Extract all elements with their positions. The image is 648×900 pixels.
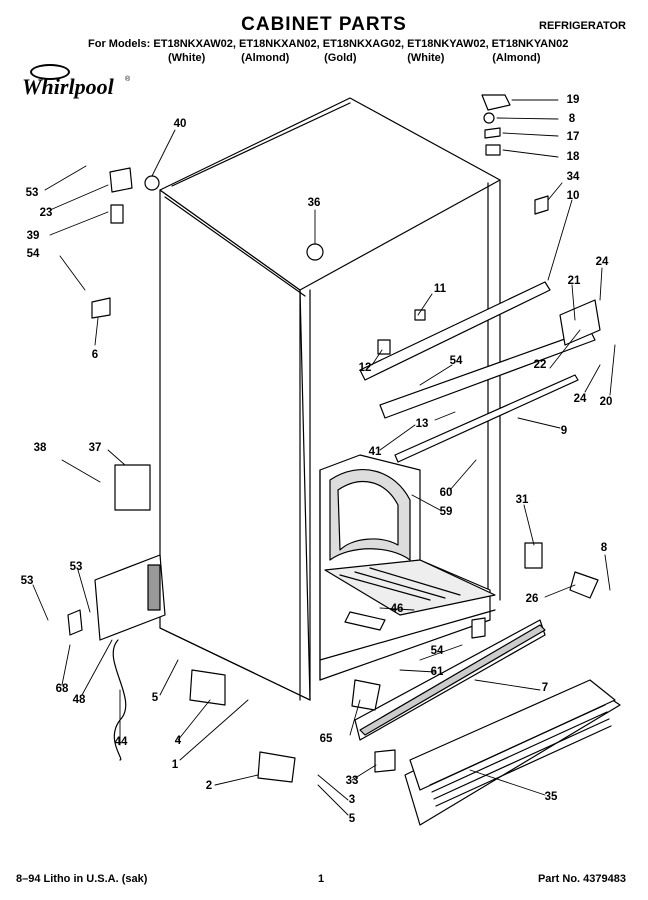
callout-54: 54: [430, 645, 444, 657]
callout-23: 23: [39, 207, 53, 219]
callout-40: 40: [173, 118, 187, 130]
callout-5: 5: [348, 813, 356, 825]
page-number: 1: [318, 873, 325, 885]
logo-wordmark: Whirlpool: [22, 74, 114, 99]
colors-line: (White) (Almond) (Gold) (White) (Almond): [168, 52, 541, 64]
callout-5: 5: [151, 692, 159, 704]
callout-1: 1: [171, 759, 179, 771]
color-5: (Almond): [492, 52, 541, 64]
callout-9: 9: [560, 425, 568, 437]
callout-8: 8: [600, 542, 608, 554]
callout-26: 26: [525, 593, 539, 605]
page-title: CABINET PARTS: [241, 14, 407, 35]
callout-19: 19: [566, 94, 580, 106]
callout-18: 18: [566, 151, 580, 163]
callout-36: 36: [307, 197, 321, 209]
base-panels: [354, 619, 546, 741]
models-line: For Models: ET18NKXAW02, ET18NKXAN02, ET…: [88, 38, 568, 50]
callout-2: 2: [205, 780, 213, 792]
logo-swirl-icon: [30, 64, 70, 80]
callout-59: 59: [439, 506, 453, 518]
models-list: ET18NKXAW02, ET18NKXAN02, ET18NKXAG02, E…: [153, 38, 569, 50]
callout-53: 53: [25, 187, 39, 199]
callout-13: 13: [415, 418, 429, 430]
callout-4: 4: [174, 735, 182, 747]
callout-22: 22: [533, 359, 547, 371]
callout-17: 17: [566, 131, 580, 143]
freezer-liner: [319, 454, 496, 681]
callout-68: 68: [55, 683, 69, 695]
callout-21: 21: [567, 275, 581, 287]
print-info: 8–94 Litho in U.S.A. (sak): [16, 873, 148, 885]
callout-31: 31: [515, 494, 529, 506]
callout-24: 24: [595, 256, 609, 268]
callout-35: 35: [544, 791, 558, 803]
category-label: REFRIGERATOR: [539, 20, 626, 32]
part-number: Part No. 4379483: [537, 873, 626, 885]
color-3: (Gold): [324, 52, 357, 64]
models-prefix: For Models:: [88, 38, 151, 50]
leader-lines: [32, 99, 616, 816]
callout-12: 12: [358, 362, 372, 374]
callout-54: 54: [26, 248, 40, 260]
callout-60: 60: [439, 487, 453, 499]
color-2: (Almond): [241, 52, 290, 64]
callout-3: 3: [348, 794, 356, 806]
color-1: (White): [168, 52, 206, 64]
callout-6: 6: [91, 349, 99, 361]
callout-54: 54: [449, 355, 463, 367]
callout-11: 11: [433, 283, 447, 295]
callout-65: 65: [319, 733, 333, 745]
cabinet-shell: [159, 97, 501, 701]
callout-46: 46: [390, 603, 404, 615]
callout-61: 61: [430, 666, 444, 678]
whirlpool-logo: Whirlpool ®: [18, 62, 130, 102]
callout-53: 53: [69, 561, 83, 573]
callout-24: 24: [573, 393, 587, 405]
callout-8: 8: [568, 113, 576, 125]
toe-grille: [404, 679, 621, 826]
registered-mark: ®: [125, 76, 131, 83]
callout-41: 41: [368, 446, 382, 458]
color-4: (White): [407, 52, 445, 64]
side-wall-panel: [94, 554, 166, 641]
callout-37: 37: [88, 442, 102, 454]
small-parts: [67, 94, 599, 783]
callout-38: 38: [33, 442, 47, 454]
callout-53: 53: [20, 575, 34, 587]
callout-7: 7: [541, 682, 549, 694]
callout-39: 39: [26, 230, 40, 242]
callout-44: 44: [114, 736, 128, 748]
callout-33: 33: [345, 775, 359, 787]
callout-20: 20: [599, 396, 613, 408]
rails-and-brackets: [359, 281, 601, 463]
callout-34: 34: [566, 171, 580, 183]
callout-10: 10: [566, 190, 580, 202]
callout-48: 48: [72, 694, 86, 706]
